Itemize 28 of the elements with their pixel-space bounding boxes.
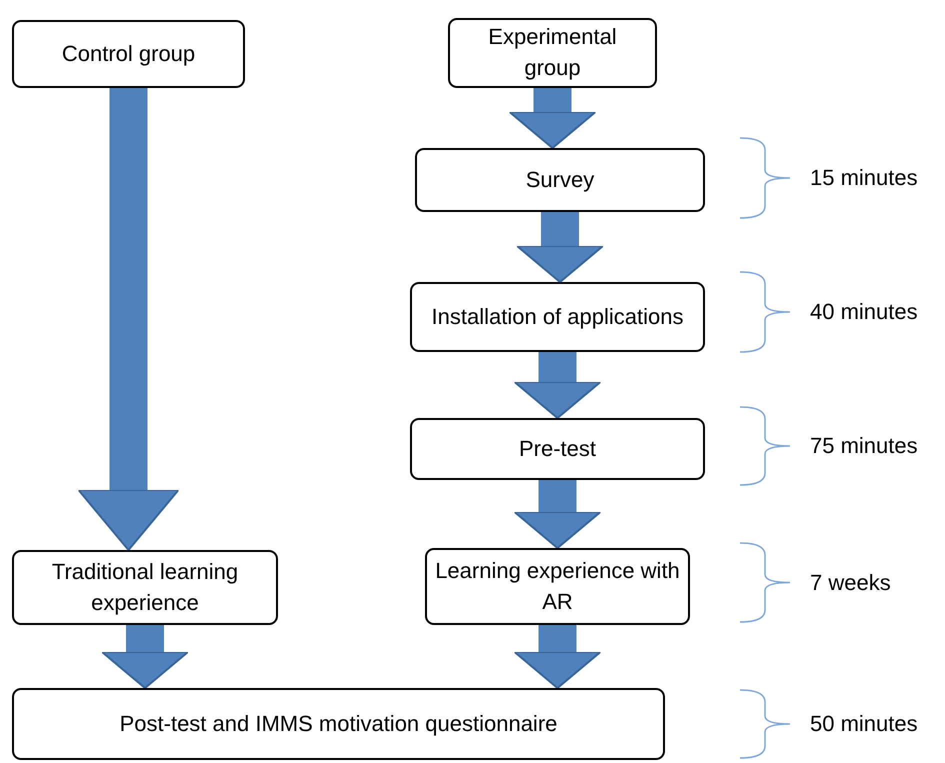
duration-label: 15 minutes: [810, 165, 918, 191]
process-box: [410, 282, 705, 352]
block-arrow: [516, 212, 604, 283]
process-box: [410, 418, 705, 480]
process-box: [12, 550, 278, 625]
process-box: [425, 548, 690, 625]
process-box: [415, 148, 705, 212]
process-box: [12, 688, 665, 760]
block-arrow: [514, 625, 602, 689]
duration-label: 40 minutes: [810, 299, 918, 325]
box-label: Control group: [62, 40, 196, 68]
box-label: Survey: [526, 166, 594, 194]
process-box: [12, 20, 245, 88]
duration-label: 50 minutes: [810, 711, 918, 737]
box-label: Installation of applications: [432, 302, 684, 331]
process-box: [448, 18, 657, 88]
block-arrow: [514, 480, 602, 549]
box-label: Post-test and IMMS motivation questionnaire: [120, 710, 558, 738]
block-arrow: [508, 88, 596, 149]
duration-label: 7 weeks: [810, 570, 891, 596]
box-label: Experimental group: [487, 23, 618, 82]
block-arrow: [514, 352, 602, 419]
box-label: Learning experience with AR: [435, 556, 680, 616]
duration-label: 75 minutes: [810, 433, 918, 459]
block-arrow: [78, 88, 180, 551]
box-label: Traditional learning experience: [50, 558, 240, 617]
block-arrow: [101, 625, 189, 689]
box-label: Pre-test: [518, 434, 596, 463]
